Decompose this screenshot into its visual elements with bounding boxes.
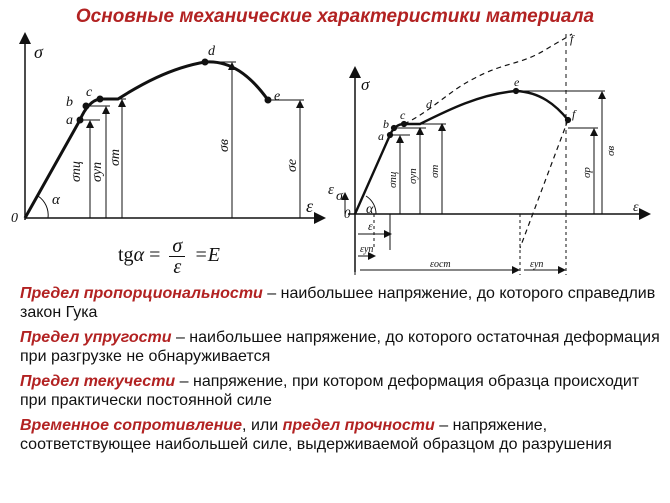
right-point-a: a: [378, 129, 384, 143]
right-sigma-t: σт: [429, 165, 441, 178]
definition-elasticity: Предел упругости – наибольшее напряжение…: [20, 328, 660, 366]
definition-term-alt: предел прочности: [282, 417, 435, 434]
right-origin-label: 0: [344, 206, 351, 221]
formula-alpha: α: [133, 244, 145, 267]
right-point-f-top: f: [570, 32, 575, 46]
right-x-axis-end-label: ε: [633, 200, 639, 215]
right-y-axis-label: σ: [361, 75, 370, 94]
definition-term: Предел текучести: [20, 373, 176, 390]
left-sigma-v: σв: [217, 139, 232, 152]
right-stress-curve: [353, 89, 569, 215]
formula-numerator: σ: [169, 236, 186, 257]
definition-ultimate-strength: Временное сопротивление, или предел проч…: [20, 416, 660, 454]
left-sigma-t: σт: [108, 149, 123, 166]
definition-connector: , или: [242, 417, 283, 434]
left-diagram: [19, 32, 326, 224]
definition-text: – наибольшее напряжение, до которого ост…: [20, 329, 660, 365]
left-point-a: a: [66, 113, 73, 128]
formula-rhs: =E: [194, 244, 220, 267]
left-sigma-e: σе: [285, 159, 300, 172]
formula-denominator: ε: [173, 256, 182, 278]
right-sigma-v: σв: [605, 146, 617, 156]
right-point-c: c: [400, 108, 406, 122]
formula-eq: =: [149, 244, 161, 267]
right-diagram: [341, 33, 651, 275]
definition-proportionality: Предел пропорциональности – наибольшее н…: [20, 284, 660, 322]
definition-term: Предел упругости: [20, 329, 172, 346]
right-eps-up-label: εуп: [360, 244, 373, 255]
left-y-axis-label: σ: [34, 42, 44, 62]
right-point-d: d: [426, 97, 433, 111]
left-angle-label: α: [52, 192, 61, 208]
right-sigma-up: σуп: [407, 168, 419, 184]
right-sigma-p: σр: [581, 167, 593, 178]
left-point-c: c: [86, 85, 93, 100]
right-eps-ost-label: εост: [430, 259, 451, 270]
right-point-e: e: [514, 75, 520, 89]
left-origin-label: 0: [11, 211, 18, 226]
definition-text: – напряжение, при котором деформация обр…: [20, 373, 640, 409]
formula-tg: tg: [118, 244, 134, 267]
definition-text: – напряжение, соответствующее наибольшей…: [20, 417, 612, 453]
right-point-b: b: [383, 117, 389, 131]
right-angle-label: α: [366, 202, 374, 217]
right-true-stress-curve: [403, 33, 573, 125]
left-sigma-pc: σпц: [69, 161, 84, 182]
page-title: Основные механические характеристики мат…: [75, 6, 595, 27]
right-eps-up2-label: εуп: [530, 259, 543, 270]
formula-fraction: σ ε: [169, 236, 186, 278]
right-point-f: f: [572, 107, 577, 121]
definitions-list: Предел пропорциональности – наибольшее н…: [20, 284, 660, 460]
right-sigma-small: σ: [336, 189, 344, 204]
right-epsilon-label: ε: [368, 219, 373, 233]
right-sigma-pc: σпц: [387, 171, 399, 188]
left-point-e: e: [274, 89, 280, 104]
right-labels: σ ε ε 0 α σ a b c d e f f σпц σуп σт σр …: [328, 32, 639, 270]
definition-term: Временное сопротивление: [20, 417, 243, 434]
right-x-axis-label: ε: [328, 182, 334, 198]
left-point-b: b: [66, 95, 73, 110]
hooke-formula: tgα = σ ε =E: [118, 236, 220, 277]
definition-term: Предел пропорциональности: [20, 285, 263, 302]
definition-text: – наибольшее напряжение, до которого спр…: [20, 285, 656, 321]
left-sigma-up: σуп: [90, 162, 105, 182]
stress-strain-diagrams: σ ε 0 α a b c d e σпц σуп σт σв σе: [11, 32, 651, 275]
left-x-axis-label: ε: [306, 196, 314, 216]
left-labels: σ ε 0 α a b c d e σпц σуп σт σв σе: [11, 42, 314, 226]
left-point-d: d: [208, 44, 216, 59]
definition-yield: Предел текучести – напряжение, при котор…: [20, 372, 660, 410]
